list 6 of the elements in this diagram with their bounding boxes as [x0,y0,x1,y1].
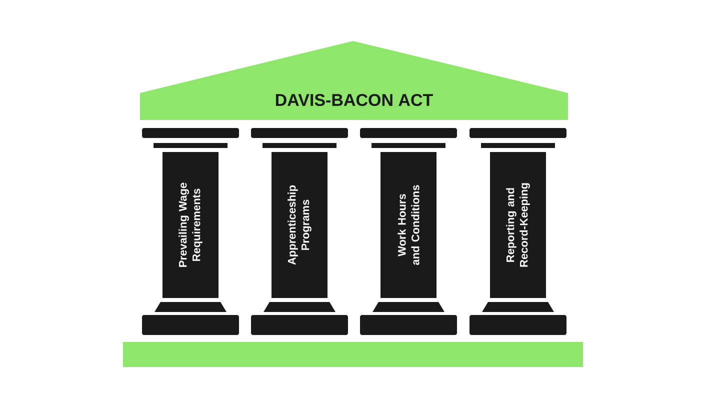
pillar: Prevailing Wage Requirements [142,128,239,335]
pillar: Reporting and Record-Keeping [470,128,566,335]
pillar: Apprenticeship Programs [251,128,348,335]
floor-slab [123,342,583,367]
pillar: Work Hours and Conditions [360,128,457,335]
roof: DAVIS-BACON ACT [140,41,568,120]
